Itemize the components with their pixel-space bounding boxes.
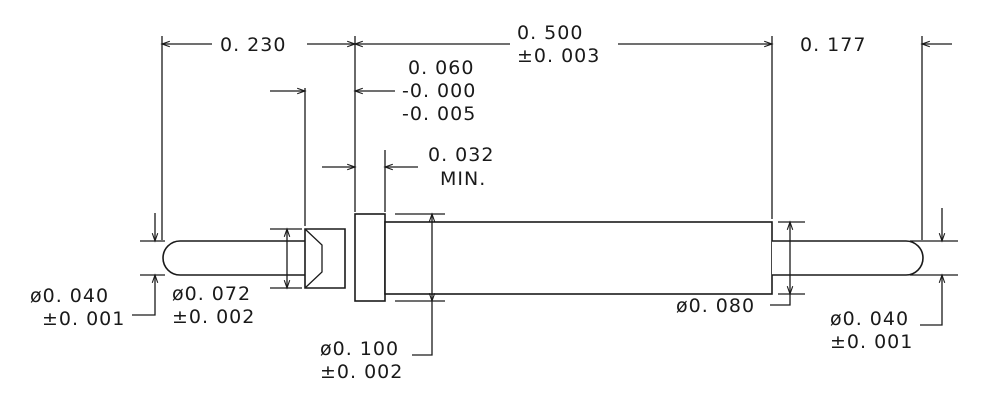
dim-gap-note: MIN. xyxy=(440,168,486,190)
left-tip xyxy=(162,240,305,276)
left-shaft-with-chamfer xyxy=(304,228,346,289)
right-tip xyxy=(772,240,924,276)
dim-tip-dia-right-tol: ±0. 001 xyxy=(830,331,913,353)
dim-collar-dia-tol: ±0. 002 xyxy=(320,361,403,383)
dim-shaft-dia-left: ø0. 072 xyxy=(172,283,251,305)
dim-gap: 0. 032 xyxy=(428,144,494,166)
dim-tip-dia-left: ø0. 040 xyxy=(30,285,109,307)
dim-collar-width-tol-minus: -0. 005 xyxy=(402,103,476,125)
dim-tip-dia-right: ø0. 040 xyxy=(830,308,909,330)
dim-center-length-tol: ±0. 003 xyxy=(517,45,600,67)
dim-center-length: 0. 500 xyxy=(517,22,583,44)
chamfer-line xyxy=(304,228,323,289)
dimension-text: 0. 230 0. 500 ±0. 003 0. 177 0. 060 -0. … xyxy=(30,22,913,383)
dim-collar-dia: ø0. 100 xyxy=(320,338,399,360)
dim-right-length: 0. 177 xyxy=(800,34,866,56)
dimension-lines xyxy=(132,40,952,356)
dim-shaft-dia-left-tol: ±0. 002 xyxy=(172,306,255,328)
barrel xyxy=(384,221,773,295)
dim-overall-left: 0. 230 xyxy=(220,34,286,56)
dim-tip-dia-left-tol: ±0. 001 xyxy=(42,308,125,330)
collar xyxy=(354,213,386,302)
dim-collar-width: 0. 060 xyxy=(408,57,474,79)
dim-barrel-dia: ø0. 080 xyxy=(676,295,755,317)
dim-collar-width-tol-plus: -0. 000 xyxy=(402,80,476,102)
pin-outline xyxy=(162,213,924,302)
